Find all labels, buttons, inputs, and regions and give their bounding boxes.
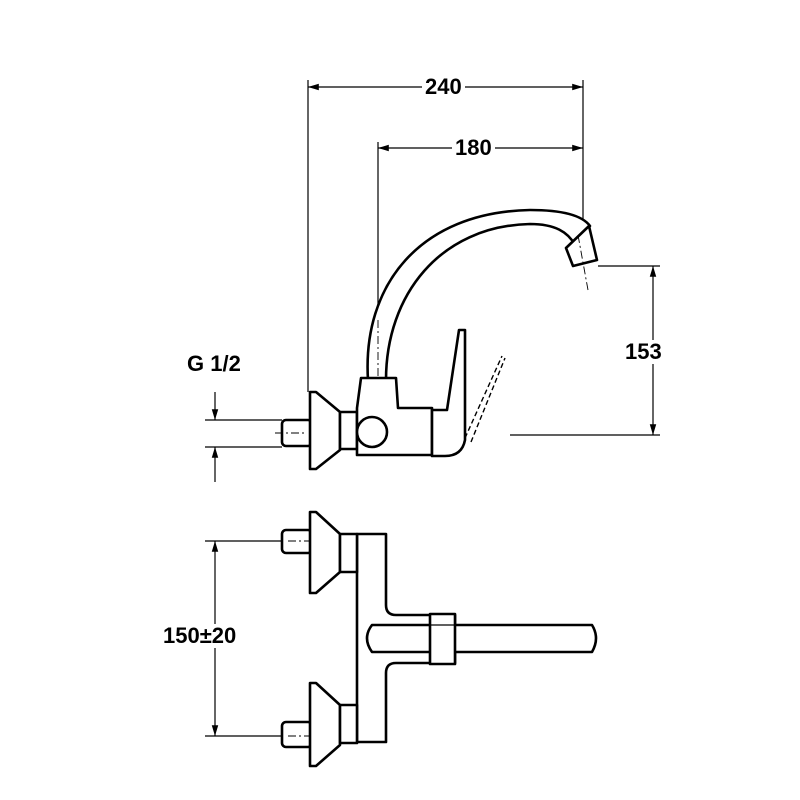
dimension-thread [205,392,282,482]
faucet-top-view [280,510,598,768]
faucet-side-view [275,208,599,471]
dim-label-180: 180 [452,136,495,160]
dim-label-240: 240 [422,75,465,99]
dim-label-spacing: 150±20 [160,624,240,648]
dim-label-thread: G 1/2 [184,352,244,376]
dim-label-153: 153 [622,340,665,364]
